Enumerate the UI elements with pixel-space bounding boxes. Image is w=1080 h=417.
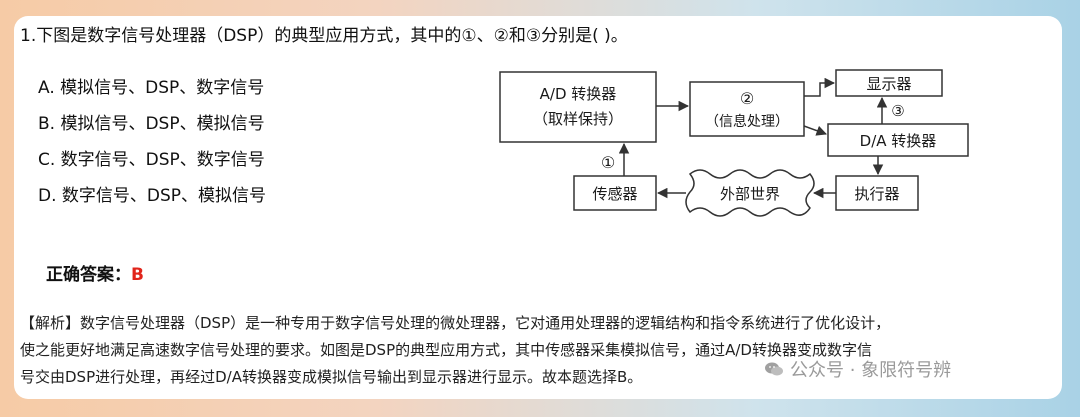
sensor-label: 传感器: [592, 185, 637, 203]
option-a[interactable]: A. 模拟信号、DSP、数字信号: [38, 78, 265, 98]
circle-3-label: ③: [891, 102, 904, 120]
outside-world-label: 外部世界: [720, 185, 780, 203]
arrow-dsp-to-display: [804, 77, 836, 97]
analysis-line-1: 【解析】数字信号处理器（DSP）是一种专用于数字信号处理的微处理器，它对通用处理…: [20, 314, 891, 332]
circle-1-label: ①: [601, 153, 615, 172]
analysis-line-3: 号交由DSP进行处理，再经过D/A转换器变成模拟信号输出到显示器进行显示。故本题…: [20, 368, 643, 386]
display-box: [835, 69, 943, 97]
dsp-box: [689, 81, 805, 137]
da-converter-box: [827, 123, 969, 157]
option-d[interactable]: D. 数字信号、DSP、模拟信号: [38, 186, 267, 206]
watermark-text: 公众号 · 象限符号辨: [790, 360, 952, 381]
arrow-dsp-to-da: [803, 125, 827, 136]
answer-label: 正确答案：: [46, 265, 131, 285]
ad-converter-sub: （取样保持）: [533, 110, 623, 128]
dsp-label: （信息处理）: [705, 113, 789, 130]
analysis-text: 【解析】数字信号处理器（DSP）是一种专用于数字信号处理的微处理器，它对通用处理…: [20, 310, 1060, 391]
sensor-box: [573, 175, 657, 211]
actuator-box: [835, 175, 919, 211]
actuator-label: 执行器: [854, 185, 899, 203]
option-c[interactable]: C. 数字信号、DSP、数字信号: [38, 150, 265, 170]
wechat-icon: [765, 362, 783, 376]
ad-converter-box: [499, 71, 657, 143]
analysis-line-2: 使之能更好地满足高速数字信号处理的要求。如图是DSP的典型应用方式，其中传感器采…: [20, 341, 872, 359]
answer-value: B: [131, 265, 144, 285]
da-converter-label: D/A 转换器: [860, 132, 937, 150]
outside-world-shape: [685, 169, 815, 217]
option-b[interactable]: B. 模拟信号、DSP、模拟信号: [38, 114, 265, 134]
display-label: 显示器: [866, 75, 911, 93]
circle-2-label: ②: [740, 89, 754, 108]
correct-answer: 正确答案：B: [46, 260, 144, 285]
watermark: 公众号 · 象限符号辨: [764, 356, 951, 382]
question-title: 1.下图是数字信号处理器（DSP）的典型应用方式，其中的①、②和③分别是( )。: [20, 26, 628, 46]
ad-converter-label: A/D 转换器: [540, 85, 617, 103]
dsp-diagram: A/D 转换器 （取样保持） ② （信息处理） 显示器 ③ D/A 转换器 ① …: [490, 66, 970, 226]
question-card: 1.下图是数字信号处理器（DSP）的典型应用方式，其中的①、②和③分别是( )。…: [14, 16, 1062, 399]
